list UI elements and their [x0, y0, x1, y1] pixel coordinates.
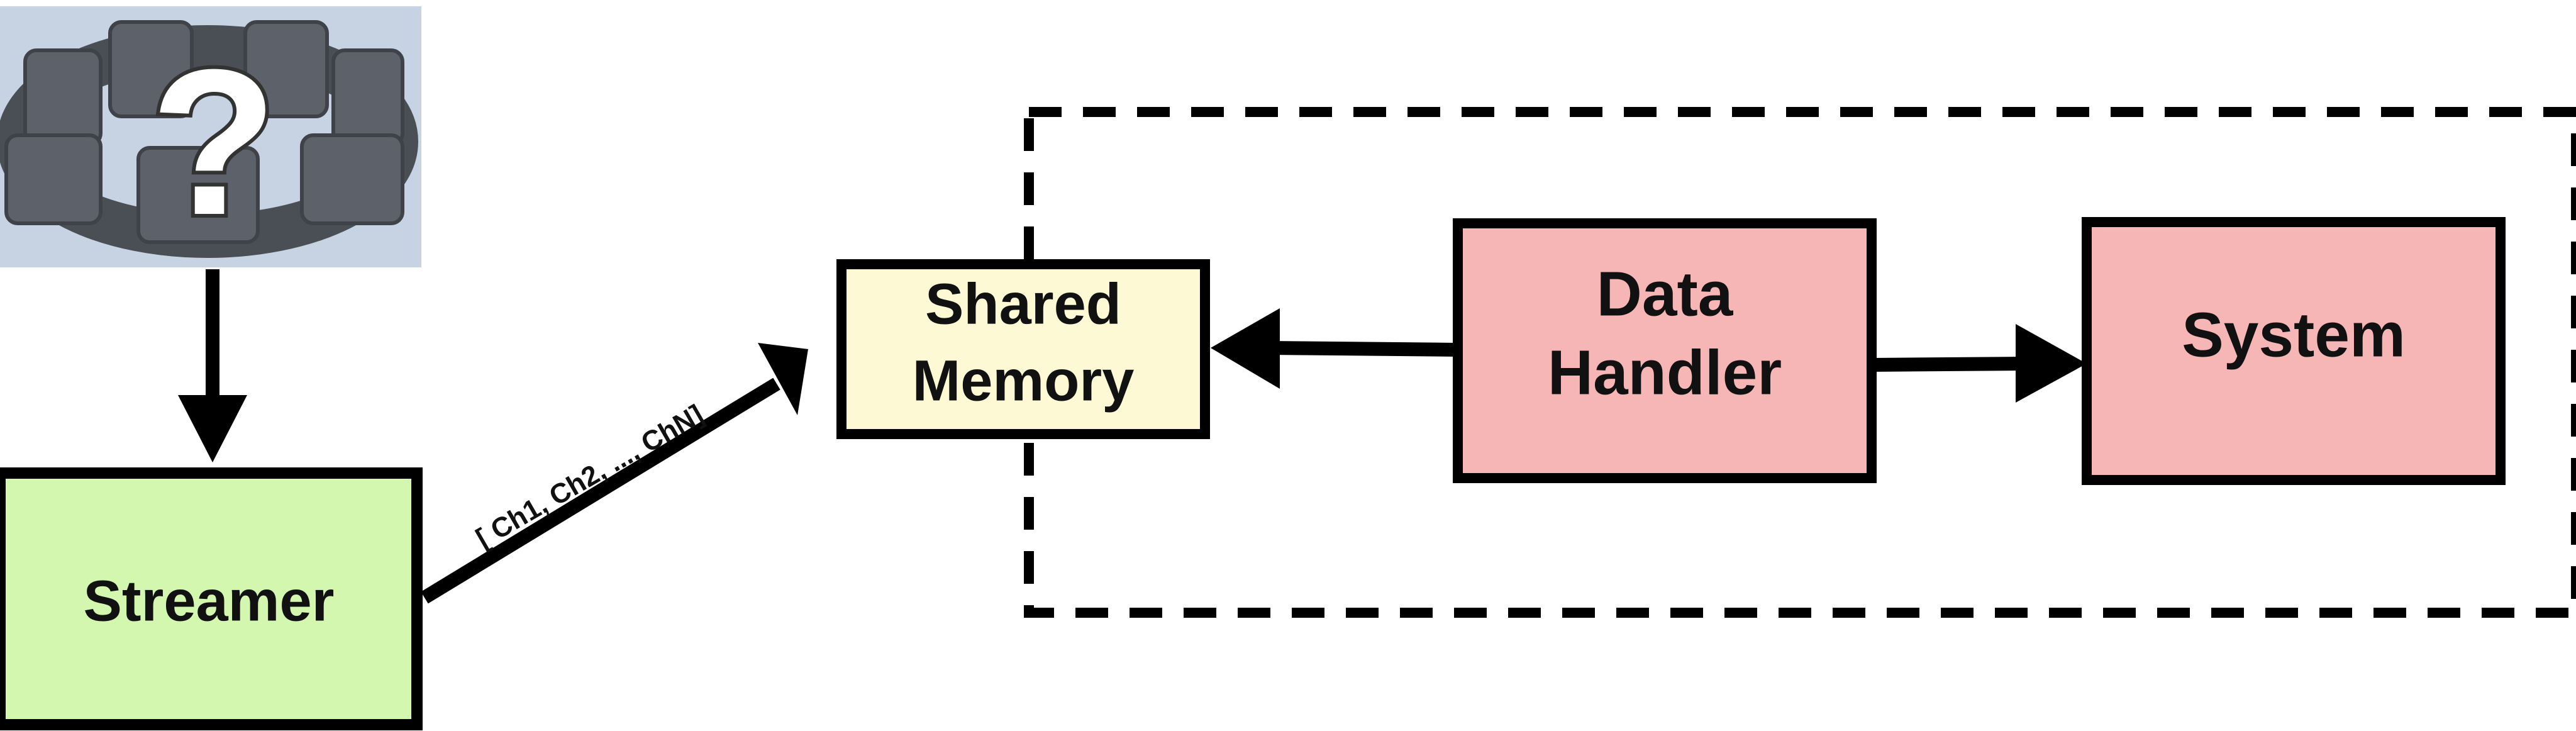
arrow-handler-to-system: [1871, 357, 2026, 372]
arrowhead-handler-to-system: [2016, 324, 2087, 403]
system-label: System: [2182, 299, 2406, 370]
arrowhead-device-to-streamer: [178, 395, 247, 462]
question-mark-icon: ?: [150, 26, 277, 258]
shared-memory-label-line1: Shared: [925, 272, 1121, 336]
armband-sensor-icon: [0, 20, 418, 258]
streamer-node: Streamer: [0, 467, 423, 730]
system-node: System: [2082, 217, 2506, 485]
streamer-box: [0, 467, 423, 730]
arrowhead-streamer-to-memory: [758, 343, 808, 415]
arrow-streamer-to-memory: [421, 377, 780, 604]
streamer-label: Streamer: [84, 569, 335, 633]
data-handler-box: [1453, 218, 1877, 483]
data-handler-label-line2: Handler: [1548, 337, 1782, 408]
arrowhead-handler-to-memory: [1211, 308, 1280, 389]
data-handler-node: Data Handler: [1453, 218, 1877, 483]
shared-memory-node: Shared Memory: [836, 259, 1210, 439]
data-handler-label-line1: Data: [1597, 259, 1734, 329]
device-image: ?: [0, 6, 421, 267]
shared-memory-label-line2: Memory: [913, 349, 1135, 413]
shared-memory-box: [836, 259, 1210, 439]
arrow-handler-to-memory: [1273, 341, 1458, 357]
edge-label-channels: [ Ch1, Ch2, ..., ChN]: [471, 399, 709, 554]
system-box: [2082, 217, 2506, 485]
